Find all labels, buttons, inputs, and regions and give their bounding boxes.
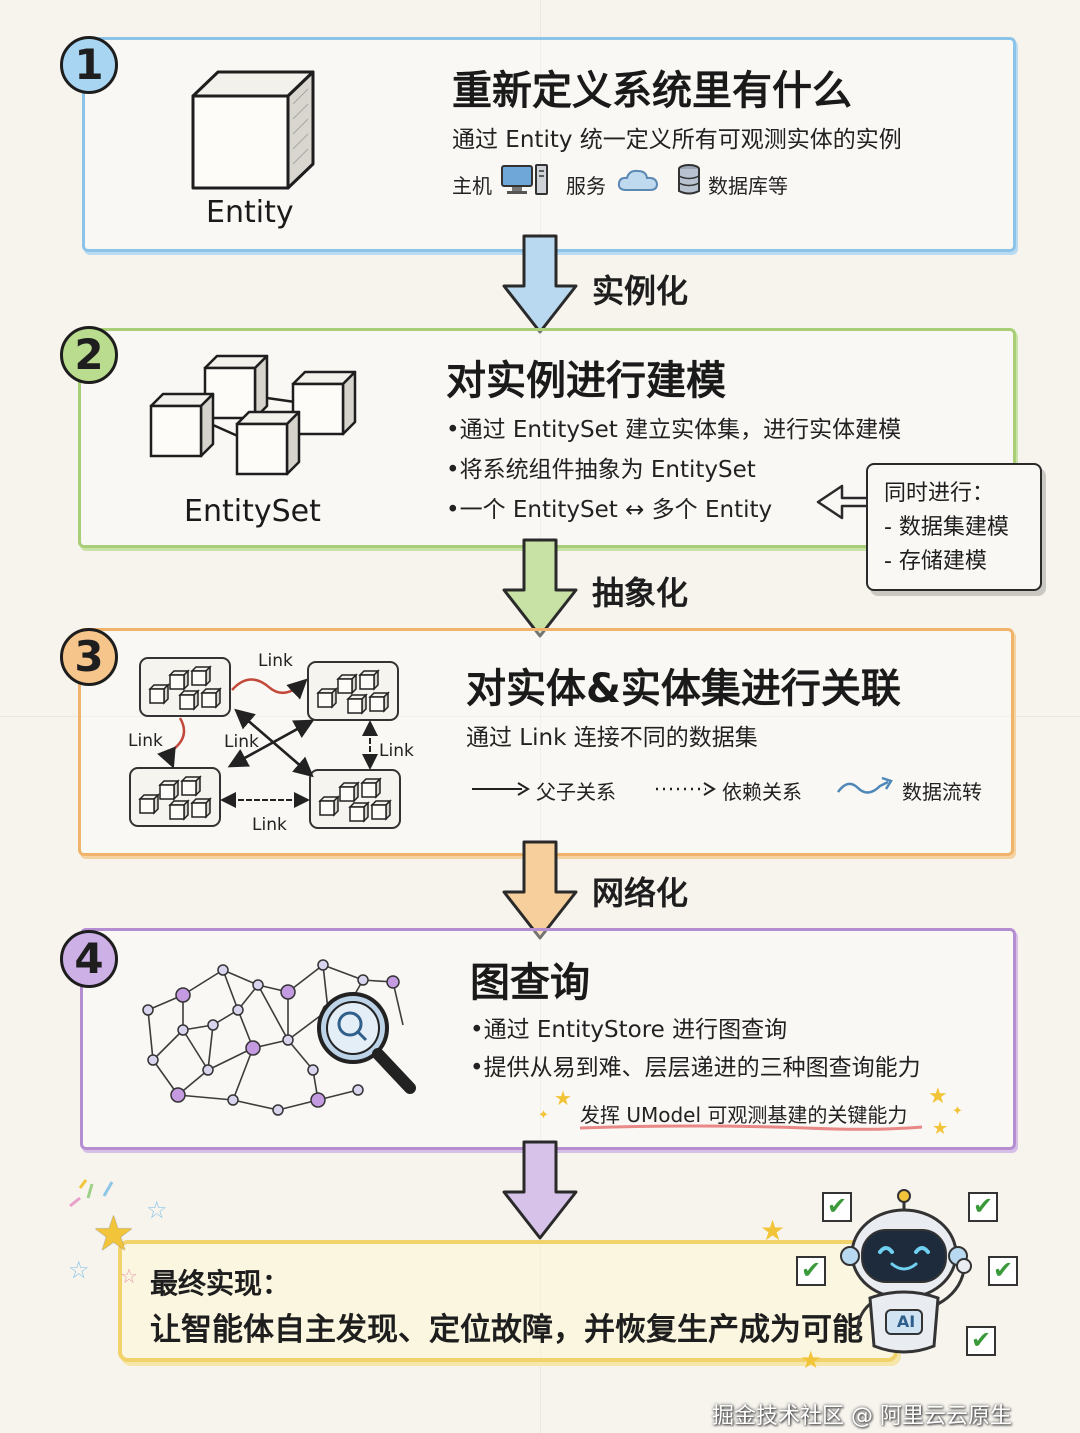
legend-data-flow: 数据流转	[902, 780, 982, 804]
checkbox-checked-icon: ✔	[796, 1256, 826, 1286]
step3-subtitle: 通过 Link 连接不同的数据集	[466, 725, 758, 751]
step3-number-badge: 3	[60, 628, 118, 686]
star-icon: ☆	[68, 1256, 90, 1284]
step2-bullet-3: •一个 EntitySet ↔ 多个 Entity	[446, 497, 773, 523]
step4-number-badge: 4	[60, 930, 118, 988]
link-label-top: Link	[258, 651, 293, 671]
step2-bullet-1: •通过 EntitySet 建立实体集，进行实体建模	[446, 417, 902, 443]
ai-robot-icon	[840, 1189, 972, 1354]
legend-parent-child: 父子关系	[536, 780, 616, 804]
checkbox-checked-icon: ✔	[988, 1256, 1018, 1286]
step3-title: 对实体&实体集进行关联	[466, 666, 901, 712]
link-label-center: Link	[224, 732, 259, 752]
legend-dependency: 依赖关系	[722, 780, 802, 804]
step1-title: 重新定义系统里有什么	[452, 68, 852, 114]
down-arrow-2-icon	[502, 538, 578, 638]
sparkle-star-icon: ★	[928, 1084, 948, 1109]
note-item-1: - 数据集建模	[884, 515, 1009, 540]
link-label-right: Link	[379, 741, 414, 761]
star-icon: ☆	[146, 1196, 168, 1224]
step2-bullet-2: •将系统组件抽象为 EntitySet	[446, 457, 756, 483]
solid-arrow-legend-icon	[472, 782, 530, 796]
star-icon: ★	[92, 1206, 136, 1262]
cloud-icon	[617, 169, 659, 191]
database-icon	[678, 164, 700, 195]
step2-number-badge: 2	[60, 326, 118, 384]
step4-highlight: 发挥 UModel 可观测基建的关键能力	[580, 1103, 908, 1127]
entity-cube-icon	[191, 70, 315, 190]
step4-bullet-1: •通过 EntityStore 进行图查询	[470, 1017, 788, 1043]
star-icon: ★	[760, 1214, 786, 1247]
star-icon: ★	[800, 1346, 822, 1374]
step3-panel	[78, 628, 1014, 856]
computer-icon	[501, 164, 548, 195]
parallel-tasks-note: 同时进行： - 数据集建模 - 存储建模	[866, 463, 1042, 591]
arrow1-label: 实例化	[592, 272, 689, 310]
example-database-label: 数据库等	[708, 174, 788, 198]
entityset-cubes-icon	[149, 354, 357, 476]
note-pointer-arrow-icon	[816, 484, 872, 520]
checkbox-checked-icon: ✔	[822, 1192, 852, 1222]
arrow2-label: 抽象化	[592, 574, 689, 612]
entityset-label: EntitySet	[184, 494, 321, 529]
down-arrow-4-icon	[502, 1140, 578, 1240]
dotted-arrow-legend-icon	[656, 782, 716, 796]
step4-panel	[80, 928, 1016, 1150]
step4-bullet-2: •提供从易到难、层层递进的三种图查询能力	[470, 1055, 921, 1081]
burst-lines-icon	[69, 1179, 114, 1208]
step1-number-badge: 1	[60, 36, 118, 94]
robot-badge-label: AI	[896, 1312, 916, 1331]
final-heading: 最终实现：	[150, 1267, 291, 1300]
checkbox-checked-icon: ✔	[966, 1326, 996, 1356]
highlight-underline	[579, 1124, 923, 1131]
example-host-label: 主机	[452, 174, 492, 198]
entity-label: Entity	[206, 195, 294, 230]
note-heading: 同时进行：	[884, 481, 995, 506]
final-result-panel	[118, 1240, 898, 1362]
down-arrow-3-icon	[502, 840, 578, 940]
down-arrow-1-icon	[502, 234, 578, 334]
checkbox-checked-icon: ✔	[968, 1192, 998, 1222]
step2-title: 对实例进行建模	[446, 358, 726, 404]
star-icon: ☆	[120, 1264, 138, 1288]
note-item-2: - 存储建模	[884, 549, 987, 574]
final-statement: 让智能体自主发现、定位故障，并恢复生产成为可能	[150, 1312, 863, 1348]
step4-title: 图查询	[470, 960, 590, 1006]
linked-entitysets-diagram	[120, 650, 420, 845]
sparkle-star-icon: ✦	[952, 1104, 963, 1119]
sparkle-star-icon: ✦	[538, 1108, 549, 1123]
arrow3-label: 网络化	[592, 874, 689, 912]
sparkle-star-icon: ★	[554, 1086, 572, 1110]
sparkle-star-icon: ★	[932, 1118, 949, 1139]
wave-arrow-legend-icon	[836, 776, 893, 794]
watermark: 掘金技术社区 @ 阿里云云原生	[712, 1404, 1012, 1429]
graph-network-icon	[142, 959, 416, 1116]
link-label-bottom: Link	[252, 815, 287, 835]
link-label-left: Link	[128, 731, 163, 751]
step1-subtitle: 通过 Entity 统一定义所有可观测实体的实例	[452, 127, 902, 153]
example-service-label: 服务	[566, 174, 606, 198]
